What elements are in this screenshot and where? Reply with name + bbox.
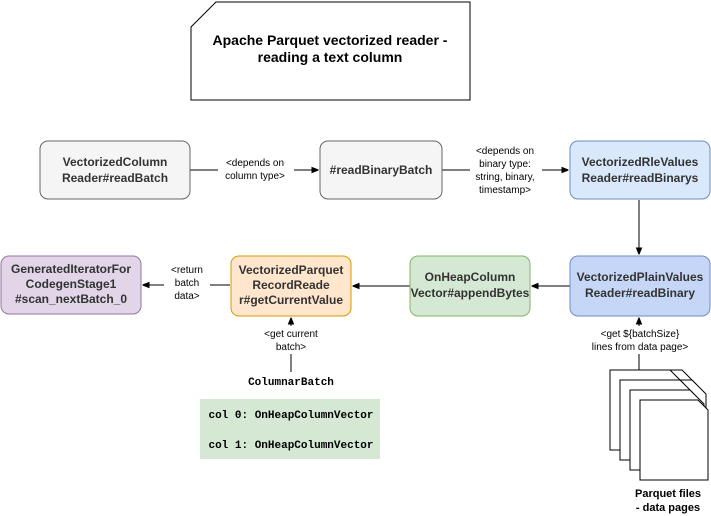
edge-label-depends-binary-type-2: binary type: (479, 159, 531, 170)
node-rle-reader-line-2: Reader#readBinarys (582, 171, 699, 185)
file-page-icon (639, 399, 709, 481)
edge-label-depends-column-type-2: column type> (225, 171, 285, 182)
label-bg (256, 326, 326, 354)
node-record-reader[interactable]: VectorizedParquet RecordReade r#getCurre… (230, 255, 352, 317)
edge-label-get-batch-size-2: lines from data page> (592, 342, 689, 353)
node-box (0, 255, 142, 315)
node-record-reader-line-1: VectorizedParquet (239, 263, 344, 277)
edge-label-depends-binary-type-1: <depends on (476, 146, 534, 157)
node-box (569, 140, 711, 200)
columnar-batch-row-1-bg (200, 429, 380, 459)
parquet-files-caption-1: Parquet files (635, 488, 701, 500)
edge-label-return-batch-1: <return (171, 265, 203, 276)
node-record-reader-line-2: RecordReade (252, 278, 330, 292)
title-line-2: reading a text column (258, 49, 403, 65)
node-plain-reader[interactable]: VectorizedPlainValues Reader#readBinary (569, 255, 711, 317)
edge-label-return-batch-3: data> (174, 291, 199, 302)
edges (143, 170, 639, 372)
label-bg (164, 262, 210, 304)
columnar-batch-row-0: col 0: OnHeapColumnVector (208, 410, 373, 422)
node-read-binary-batch-line-1: #readBinaryBatch (330, 163, 433, 177)
edge-label-get-batch-size-1: <get ${batchSize} (601, 329, 680, 340)
parquet-files-caption-2: - data pages (636, 502, 700, 514)
node-record-reader-line-3: r#getCurrentValue (239, 293, 343, 307)
node-box (409, 255, 531, 317)
node-generated-iterator[interactable]: GeneratedIteratorFor CodegenStage1 #scan… (0, 255, 142, 315)
columnar-batch: ColumnarBatch col 0: OnHeapColumnVector … (200, 377, 380, 459)
node-box (569, 255, 711, 317)
node-read-binary-batch[interactable]: #readBinaryBatch (319, 140, 443, 200)
node-plain-reader-line-2: Reader#readBinary (585, 286, 695, 300)
label-bg (584, 326, 696, 354)
node-onheap-vector-line-1: OnHeapColumn (425, 270, 516, 284)
node-onheap-vector-line-2: Vector#appendBytes (411, 286, 530, 300)
node-rle-reader-line-1: VectorizedRleValues (582, 155, 699, 169)
columnar-batch-row-1: col 1: OnHeapColumnVector (208, 440, 373, 452)
edge-label-get-current-batch-2: batch> (276, 342, 306, 353)
title-line-1: Apache Parquet vectorized reader - (213, 32, 448, 48)
node-column-reader[interactable]: VectorizedColumn Reader#readBatch (39, 140, 191, 200)
edge-labels: <depends on column type> <depends on bin… (164, 143, 696, 354)
node-onheap-vector[interactable]: OnHeapColumn Vector#appendBytes (409, 255, 531, 317)
node-box (319, 140, 443, 200)
node-generated-iterator-line-3: #scan_nextBatch_0 (15, 292, 127, 306)
edge-label-depends-binary-type-4: timestamp> (479, 185, 531, 196)
node-plain-reader-line-1: VectorizedPlainValues (577, 270, 704, 284)
node-box (230, 255, 352, 317)
columnar-batch-label: ColumnarBatch (248, 377, 334, 389)
node-rle-reader[interactable]: VectorizedRleValues Reader#readBinarys (569, 140, 711, 200)
edge-label-get-current-batch-1: <get current (264, 329, 318, 340)
node-box (39, 140, 191, 200)
edge-label-depends-column-type-1: <depends on (226, 158, 284, 169)
title-card: Apache Parquet vectorized reader - readi… (190, 1, 471, 101)
edge-label-return-batch-2: batch (175, 278, 199, 289)
edge-label-depends-binary-type-3: string, binary, (475, 172, 534, 183)
title-card-shape (190, 1, 471, 101)
node-column-reader-line-2: Reader#readBatch (62, 171, 168, 185)
node-generated-iterator-line-1: GeneratedIteratorFor (11, 262, 131, 276)
label-bg (218, 155, 294, 183)
label-bg (470, 143, 542, 195)
node-generated-iterator-line-2: CodegenStage1 (26, 277, 117, 291)
parquet-files: Parquet files - data pages (609, 369, 709, 514)
node-column-reader-line-1: VectorizedColumn (63, 155, 168, 169)
columnar-batch-row-0-bg (200, 399, 380, 429)
